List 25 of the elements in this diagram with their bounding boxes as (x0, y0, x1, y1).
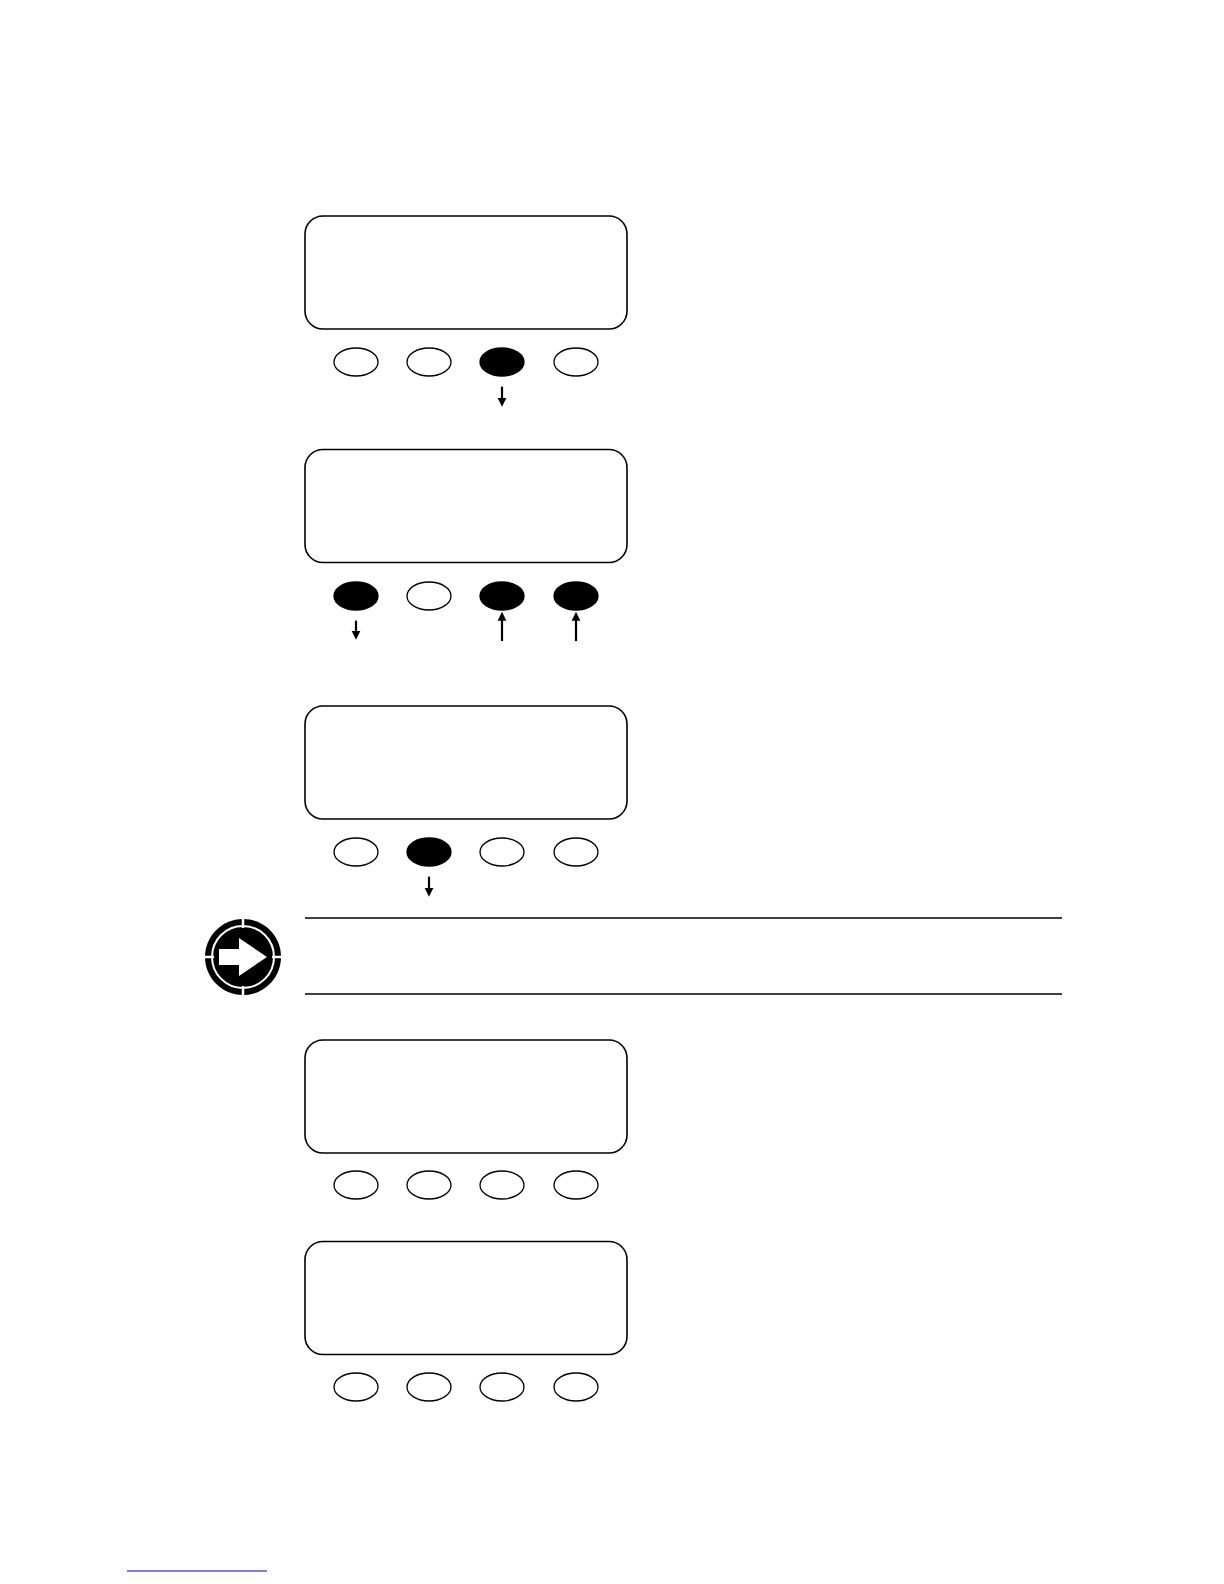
button (479, 1170, 525, 1200)
display-screen (304, 1240, 628, 1356)
button (406, 1372, 452, 1402)
button (553, 1372, 599, 1402)
button (479, 837, 525, 867)
button (406, 1170, 452, 1200)
display-screen (304, 215, 628, 330)
button (406, 837, 452, 867)
button (333, 837, 379, 867)
button (333, 581, 379, 611)
button (406, 347, 452, 377)
button (333, 347, 379, 377)
display-screen (304, 1039, 628, 1154)
button (333, 1170, 379, 1200)
button (553, 347, 599, 377)
display-screen (304, 705, 628, 820)
button (406, 581, 452, 611)
button (479, 1372, 525, 1402)
button (553, 1170, 599, 1200)
button (479, 581, 525, 611)
button (553, 837, 599, 867)
button (479, 347, 525, 377)
button (333, 1372, 379, 1402)
button (553, 581, 599, 611)
display-screen (304, 448, 628, 564)
